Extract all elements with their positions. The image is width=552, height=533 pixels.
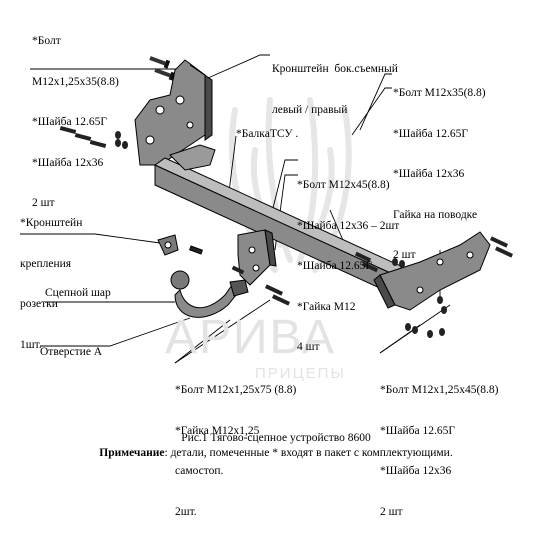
label-socket-bracket: *Кронштейн крепления розетки 1шт.: [20, 190, 82, 366]
note-label: Примечание: [99, 447, 165, 459]
figure-caption: Рис.1 Тягово-сцепное устройство 8600: [181, 432, 371, 444]
label-line: *Гайка М12: [297, 300, 356, 313]
label-side-bracket: Кронштейн бок.съемный левый / правый: [272, 36, 398, 131]
bolt-set-left-middle: [59, 125, 128, 149]
side-bracket-right: [373, 231, 491, 311]
side-bracket-left: [134, 59, 213, 166]
label-line: *Шайба 12.65Г: [380, 424, 455, 437]
label-line: *Болт: [32, 35, 61, 47]
figure-note: Примечание: детали, помеченные * входят …: [0, 446, 552, 460]
label-line: *Шайба 12.65Г: [297, 260, 372, 272]
label-line: 1шт.: [20, 338, 42, 351]
label-line: *Шайба 12.65Г: [393, 127, 468, 140]
label-line: 2 шт: [380, 505, 403, 518]
socket-bracket: [157, 234, 203, 256]
label-line: *Болт М12х45(8.8): [297, 179, 390, 191]
bolt-set-right: [437, 236, 514, 314]
watermark-sub: ПРИЦЕПЫ: [255, 365, 346, 382]
label-line: крепления: [20, 257, 72, 270]
label-line: *Кронштейн: [20, 217, 83, 229]
bolt-set-bottom-right: [405, 323, 445, 338]
label-line: *Шайба 12.65Г: [32, 116, 107, 128]
label-line: розетки: [20, 298, 58, 310]
towbar-drawing: [20, 54, 514, 364]
label-line: *Болт М12х1,25х75 (8.8): [175, 384, 297, 396]
label-tow-ball: Сцепной шар: [45, 287, 111, 299]
label-line: М12х1,25х35(8.8): [32, 75, 119, 88]
tow-ball: [170, 270, 249, 318]
coupling-plate: [237, 229, 277, 286]
label-line: левый / правый: [272, 103, 348, 116]
bolt-set-middle: [354, 251, 405, 273]
label-bolt-top-left: *Болт М12х1,25х35(8.8) *Шайба 12.65Г *Ша…: [32, 8, 119, 224]
label-beam: *БалкаТСУ .: [236, 128, 299, 140]
label-bolt-middle: *Болт М12х45(8.8) *Шайба 12х36 – 2шт *Ша…: [297, 152, 399, 368]
label-line: 2 шт: [32, 197, 55, 209]
label-line: 2шт.: [175, 505, 197, 518]
bolt-set-bottom-left: [231, 265, 291, 306]
note-text: : детали, помеченные * входят в пакет с …: [164, 447, 453, 459]
label-line: *Болт М12х35(8.8): [393, 87, 486, 99]
label-hole-a: Отверстие А: [40, 346, 103, 358]
label-line: 2 шт: [393, 249, 416, 261]
label-line: *Гайка М12х1,25: [175, 424, 260, 437]
label-line: *Шайба 12х36: [380, 465, 452, 477]
label-bolt-top-right: *Болт М12х35(8.8) *Шайба 12.65Г *Шайба 1…: [393, 60, 486, 276]
label-line: Гайка на поводке: [393, 208, 478, 221]
label-line: *Шайба 12х36: [32, 156, 104, 169]
label-line: *Болт М12х1,25х45(8.8): [380, 384, 499, 396]
label-line: самостоп.: [175, 465, 224, 477]
label-line: *Шайба 12х36: [393, 168, 465, 180]
label-line: 4 шт: [297, 341, 320, 353]
watermark-brand: АРИВА: [165, 311, 336, 364]
label-line: Кронштейн бок.съемный: [272, 63, 398, 75]
label-line: *Шайба 12х36 – 2шт: [297, 219, 400, 232]
